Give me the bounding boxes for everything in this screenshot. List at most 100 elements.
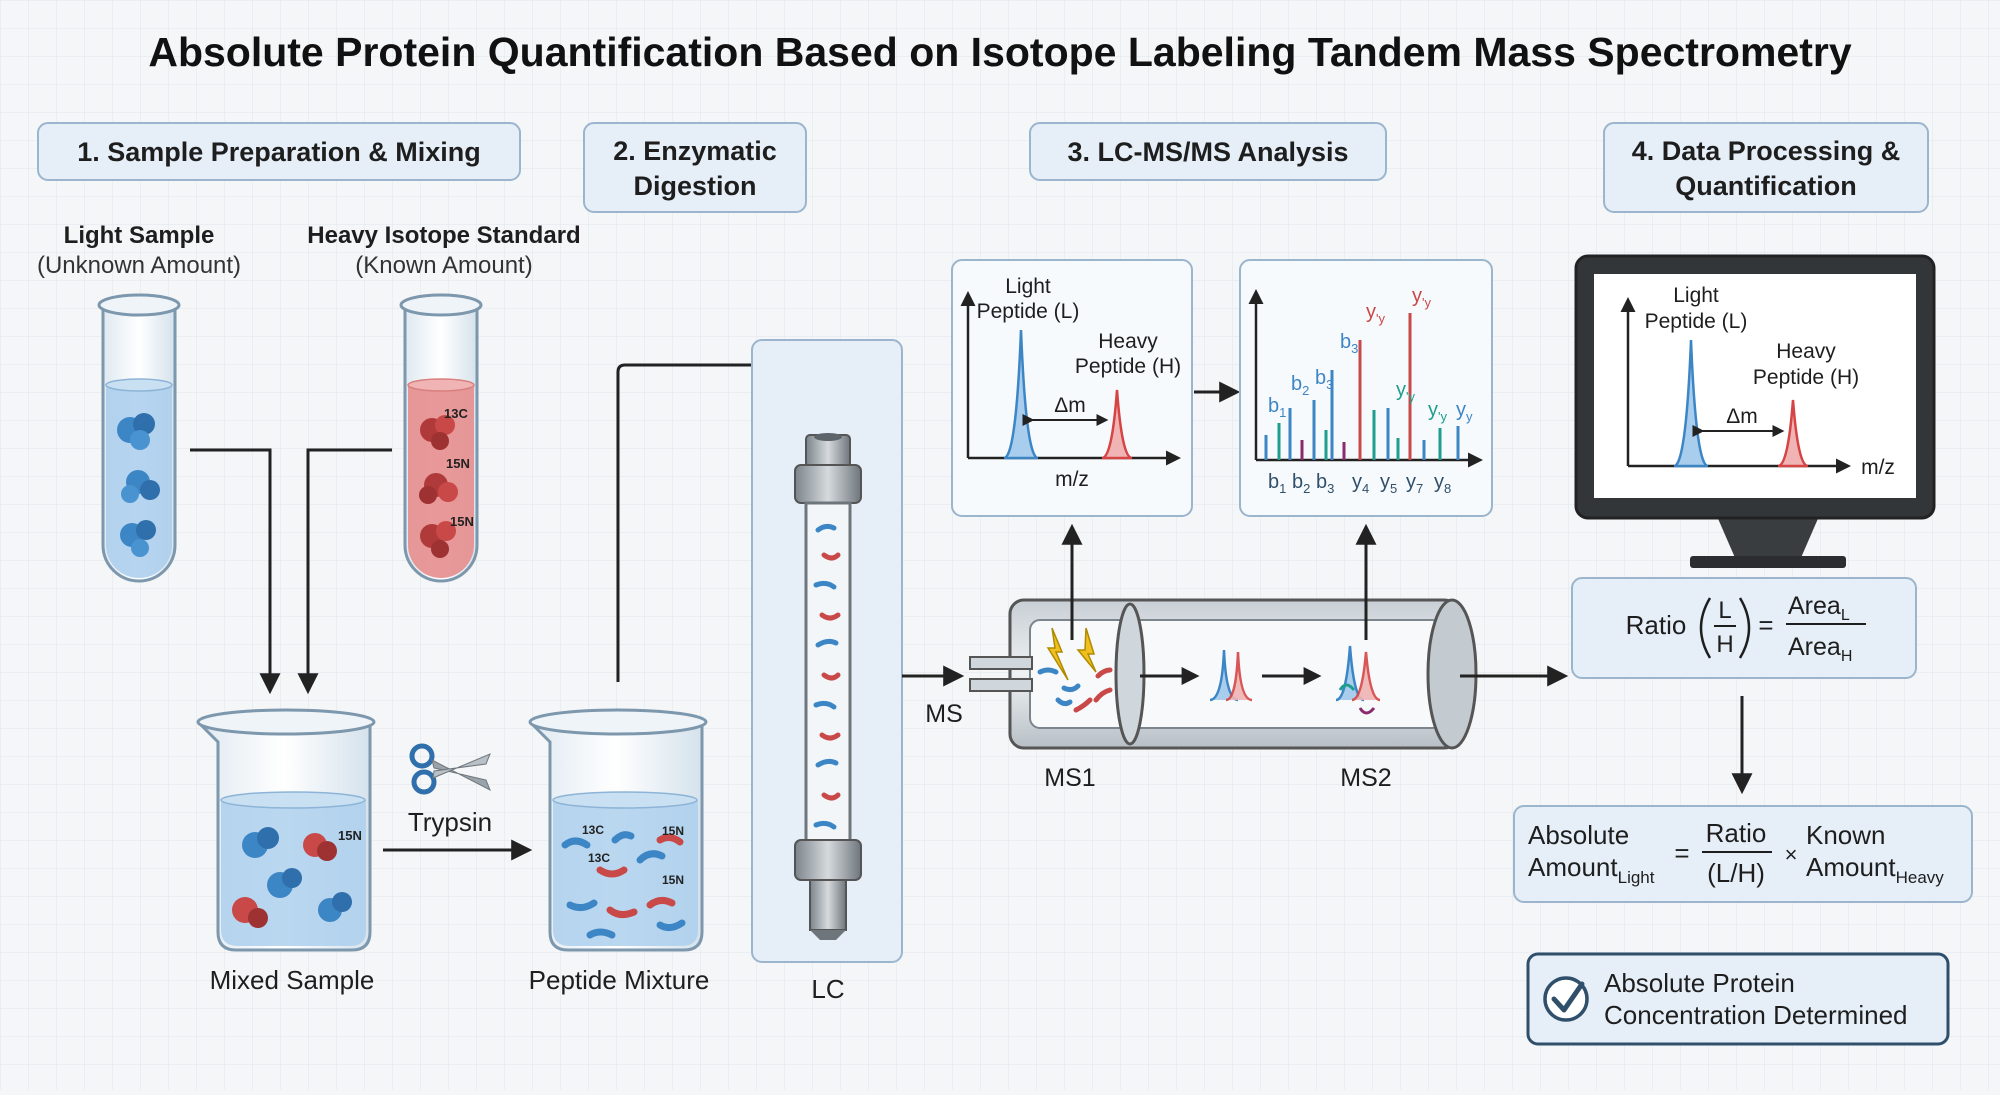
step-header-3: 3. LC-MS/MS Analysis — [1029, 122, 1387, 181]
step-4-label-line2: Quantification — [1675, 171, 1857, 201]
ms1-light-peak — [1003, 329, 1039, 460]
ms1-xaxis-label: m/z — [1055, 468, 1089, 491]
monitor-heavy-line1: Heavy — [1776, 340, 1836, 363]
ms2-label: MS2 — [1340, 764, 1391, 792]
light-protein-2 — [121, 470, 160, 503]
absolute-light-sub: Light — [1618, 868, 1655, 887]
light-sample-subtitle: (Unknown Amount) — [37, 252, 241, 279]
checkmark-icon — [1543, 976, 1589, 1022]
trypsin-label: Trypsin — [408, 807, 492, 837]
ms1-heavy-line1: Heavy — [1098, 330, 1158, 353]
computer-monitor: Light Peptide (L) Heavy Peptide (H) Δm m… — [1574, 254, 1936, 568]
ionization-spark-icon — [1046, 627, 1097, 681]
monitor-heavy-peak — [1777, 399, 1809, 468]
ms2-bottom-label-5: y7 — [1406, 471, 1423, 496]
absolute-line2: AmountLight — [1528, 852, 1655, 887]
ratio-equals: = — [1758, 610, 1773, 640]
absolute-known1: Known — [1806, 820, 1886, 850]
ratio-area-bottom-sub: H — [1841, 648, 1853, 665]
ratio-lhs: Ratio — [1626, 610, 1687, 640]
ms2-top-label-0: b1 — [1268, 395, 1286, 420]
ms2-top-label-1: b2 — [1291, 373, 1309, 398]
result-line2: Concentration Determined — [1604, 1000, 1908, 1030]
ms1-heavy-peak — [1101, 389, 1133, 460]
peptide-isotope-c13-1: 13C — [582, 823, 604, 837]
lc-column — [794, 433, 862, 940]
absolute-formula-box: Absolute AmountLight = Ratio (L/H) × Kno… — [1513, 805, 1973, 903]
ratio-area-bottom-word: Area — [1788, 633, 1841, 661]
result-box: Absolute Protein Concentration Determine… — [1526, 952, 1950, 1046]
heavy-to-mix-arrow — [297, 448, 392, 695]
heavy-sample-title: Heavy Isotope Standard — [307, 222, 580, 249]
ms2-top-label-3: b3 — [1340, 331, 1358, 356]
ms2-bottom-label-3: y4 — [1352, 471, 1369, 496]
ratio-area-top-sub: L — [1841, 607, 1850, 624]
heavy-tube-isotope-c13: 13C — [444, 406, 468, 421]
peptide-mixture-label: Peptide Mixture — [529, 965, 710, 995]
ratio-formula-box: Ratio L H = AreaL AreaH — [1571, 577, 1917, 679]
light-sample-tube — [97, 293, 181, 583]
ms2-bottom-label-0: b1 — [1268, 471, 1286, 496]
light-sample-title: Light Sample — [64, 222, 215, 249]
peptide-mixture-beaker: 13C 13C 15N 15N — [528, 708, 708, 952]
monitor-light-peak — [1673, 339, 1709, 468]
peptide-isotope-n15-2: 15N — [662, 873, 684, 887]
step-2-label-line1: 2. Enzymatic — [613, 136, 777, 166]
ms2-bottom-label-1: b2 — [1292, 471, 1310, 496]
light-to-mix-arrow — [190, 448, 281, 695]
step-4-label-line1: 4. Data Processing & — [1632, 136, 1901, 166]
ms1-light-line1: Light — [1005, 275, 1051, 298]
ratio-area-bottom: AreaH — [1788, 633, 1852, 665]
light-protein-3 — [120, 520, 156, 557]
heavy-protein-1 — [420, 415, 455, 450]
heavy-protein-2 — [419, 473, 458, 504]
absolute-times: × — [1785, 842, 1798, 867]
ms-label: MS — [925, 700, 963, 728]
step-2-label-line2: Digestion — [633, 171, 756, 201]
absolute-heavy-sub: Heavy — [1896, 868, 1945, 887]
page-title: Absolute Protein Quantification Based on… — [148, 29, 1851, 75]
ratio-area-top: AreaL — [1788, 592, 1850, 624]
step-header-4: 4. Data Processing & Quantification — [1603, 122, 1929, 213]
step-1-label: 1. Sample Preparation & Mixing — [77, 137, 481, 167]
ms2-fragment-peaks — [1335, 645, 1381, 715]
ms1-label: MS1 — [1044, 764, 1095, 792]
heavy-sample-subtitle: (Known Amount) — [355, 252, 532, 279]
ms2-top-label-7: y'y — [1428, 399, 1447, 424]
ratio-numerator: L — [1718, 597, 1731, 624]
ms2-top-label-8: yy — [1456, 399, 1473, 424]
ms2-top-label-2: b3 — [1315, 367, 1333, 392]
heavy-standard-tube: 13C 15N 15N — [399, 293, 483, 583]
absolute-ratio-top: Ratio — [1706, 818, 1767, 848]
absolute-known2-word: Amount — [1806, 852, 1896, 882]
ms1-delta-label: Δm — [1054, 394, 1086, 417]
result-line1: Absolute Protein — [1604, 968, 1795, 998]
absolute-equals: = — [1674, 838, 1689, 868]
heavy-protein-3 — [420, 521, 456, 558]
mixed-sample-beaker: 15N — [196, 708, 376, 952]
ratio-area-top-word: Area — [1788, 592, 1841, 620]
ratio-denominator: H — [1716, 631, 1733, 658]
ms1-heavy-line2: Peptide (H) — [1075, 355, 1181, 378]
ms2-fragment-bars — [1264, 313, 1460, 460]
ms2-bottom-label-2: b3 — [1316, 471, 1334, 496]
light-protein-1 — [117, 413, 155, 450]
lc-label: LC — [811, 974, 844, 1004]
heavy-tube-isotope-n15-2: 15N — [450, 514, 474, 529]
step-header-1: 1. Sample Preparation & Mixing — [37, 122, 521, 181]
absolute-line2-word: Amount — [1528, 852, 1618, 882]
heavy-tube-isotope-n15-1: 15N — [446, 456, 470, 471]
mixed-sample-label: Mixed Sample — [210, 965, 375, 995]
ms2-top-label-5: y'y — [1396, 379, 1415, 404]
monitor-xaxis-label: m/z — [1861, 456, 1895, 479]
monitor-delta-label: Δm — [1726, 405, 1758, 428]
ms2-top-label-4: y'y — [1366, 301, 1385, 326]
mixed-isotope-n15: 15N — [338, 828, 362, 843]
monitor-heavy-line2: Peptide (H) — [1753, 366, 1859, 389]
ms1-light-line2: Peptide (L) — [977, 300, 1080, 323]
ms2-bottom-label-4: y5 — [1380, 471, 1397, 496]
absolute-known2: AmountHeavy — [1806, 852, 1944, 887]
